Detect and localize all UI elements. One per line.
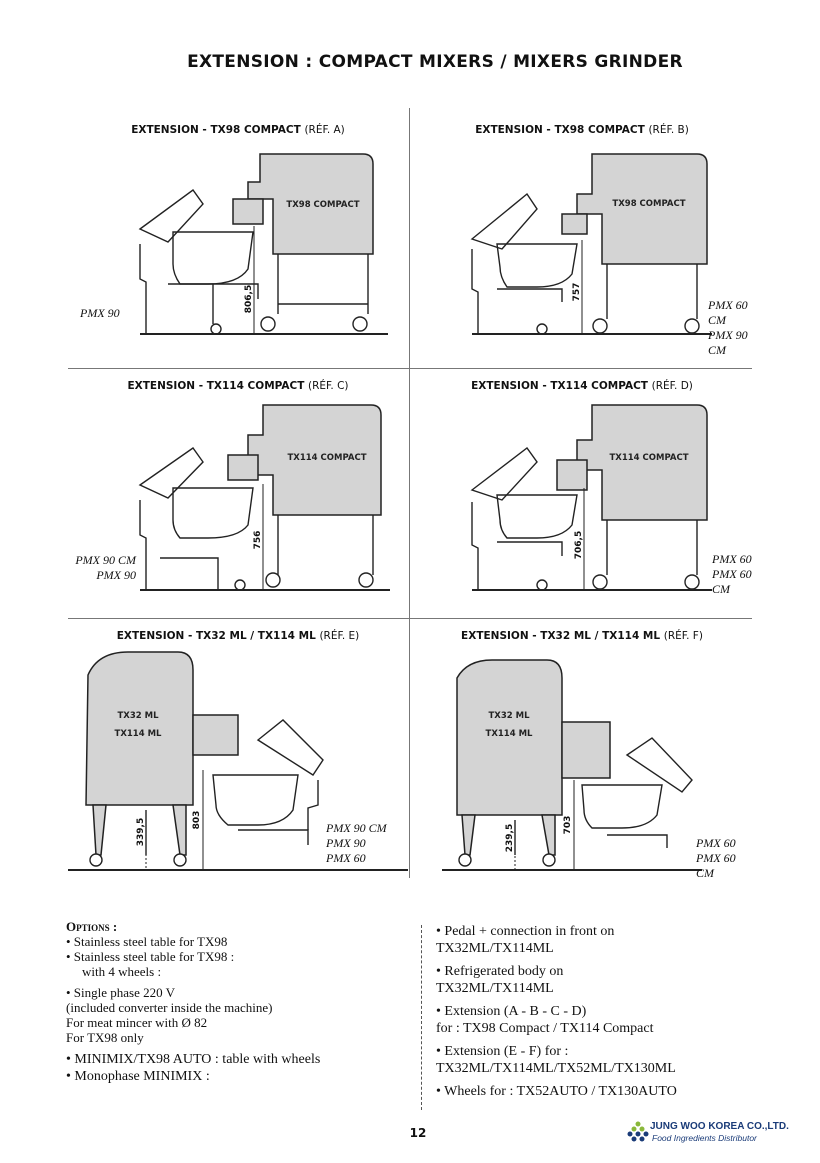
grinder-head: [192, 714, 239, 756]
machine-label-2: TX114 ML: [486, 729, 534, 739]
company-tagline: Food Ingredients Distributor: [652, 1133, 757, 1143]
options-left: Options : • Stainless steel table for TX…: [66, 919, 411, 1085]
mixer-lid: [470, 447, 538, 501]
mixer-bowl: [172, 487, 254, 539]
mixer-lid: [625, 737, 693, 793]
grinder-head: [227, 454, 259, 481]
mixer-diagram: TX114 COMPACT 756: [138, 404, 390, 591]
model-list: PMX 60 CM PMX 90 CM: [708, 298, 748, 357]
grid-horizontal-divider-1: [68, 368, 752, 369]
panel-title: EXTENSION - TX114 COMPACT (RÉF. D): [471, 380, 693, 392]
machine-label-2: TX114 ML: [115, 729, 163, 739]
dimension-label: 757: [572, 283, 582, 302]
dimension-label: 756: [253, 531, 263, 550]
mixer-bowl: [212, 774, 299, 826]
company-logo: JUNG WOO KOREA CO.,LTD. Food Ingredients…: [626, 1118, 816, 1148]
mixer-bowl: [581, 784, 663, 829]
mixer-bowl: [496, 494, 578, 539]
model-list: PMX 90 CM PMX 90: [75, 553, 136, 582]
mixer-diagram: TX98 COMPACT 757: [470, 153, 712, 335]
grinder-body: [85, 651, 194, 806]
grinder-head: [556, 459, 588, 491]
panel-ref-d: EXTENSION - TX114 COMPACT (RÉF. D) TX114…: [412, 380, 752, 630]
model-list: PMX 90 CM PMX 90 PMX 60: [326, 821, 387, 865]
mixer-diagram: TX114 COMPACT 706,5: [470, 404, 712, 591]
panel-title: EXTENSION - TX98 COMPACT (RÉF. B): [475, 124, 689, 136]
mixer-diagram: TX32 ML TX114 ML 703 239,5: [442, 659, 702, 871]
panel-ref-a: EXTENSION - TX98 COMPACT (RÉF. A) TX98 C…: [68, 124, 408, 374]
options-divider: [421, 925, 422, 1110]
options-right: • Pedal + connection in front on TX32ML/…: [436, 924, 677, 1099]
mixer-diagram: TX32 ML TX114 ML 803 339,5: [68, 651, 408, 871]
model-list: PMX 60 PMX 60 CM: [712, 552, 752, 596]
machine-label-1: TX32 ML: [488, 711, 530, 721]
panel-ref-c: EXTENSION - TX114 COMPACT (RÉF. C) TX114…: [68, 380, 408, 630]
company-name: JUNG WOO KOREA CO.,LTD.: [650, 1121, 789, 1132]
panel-ref-b: EXTENSION - TX98 COMPACT (RÉF. B) TX98 C…: [412, 124, 752, 374]
panel-title: EXTENSION - TX114 COMPACT (RÉF. C): [127, 380, 349, 392]
grid-vertical-divider: [409, 108, 410, 878]
panel-ref-e: EXTENSION - TX32 ML / TX114 ML (RÉF. E) …: [68, 630, 408, 880]
model-list: PMX 90: [80, 306, 120, 320]
machine-label-1: TX32 ML: [117, 711, 159, 721]
machine-label: TX98 COMPACT: [612, 199, 685, 209]
panel-title: EXTENSION - TX32 ML / TX114 ML (RÉF. F): [461, 630, 703, 642]
grinder-head: [561, 213, 588, 235]
grinder-body: [576, 153, 708, 265]
mixer-diagram: TX98 COMPACT 806,5: [138, 153, 388, 335]
model-list: PMX 60 PMX 60 CM: [696, 836, 736, 880]
panel-title: EXTENSION - TX32 ML / TX114 ML (RÉF. E): [116, 630, 360, 642]
dimension-label-2: 339,5: [136, 818, 146, 846]
grid-horizontal-divider-2: [68, 618, 752, 619]
mixer-bowl: [496, 243, 578, 288]
panel-title: EXTENSION - TX98 COMPACT (RÉF. A): [131, 124, 345, 136]
options-heading: Options :: [66, 919, 118, 934]
dimension-label: 706,5: [574, 531, 584, 559]
mixer-lid: [256, 719, 324, 776]
dimension-label: 703: [563, 816, 573, 835]
machine-label: TX114 COMPACT: [609, 453, 688, 463]
grain-stack-icon: [627, 1121, 649, 1142]
dimension-label: 806,5: [244, 285, 254, 313]
mixer-lid: [138, 189, 204, 243]
grinder-head: [232, 198, 264, 225]
mixer-lid: [470, 192, 538, 250]
dimension-label: 803: [192, 811, 202, 830]
mixer-bowl: [172, 231, 254, 285]
dimension-label-2: 239,5: [505, 824, 515, 852]
page-title: EXTENSION : COMPACT MIXERS / MIXERS GRIN…: [187, 52, 683, 72]
machine-label: TX114 COMPACT: [287, 453, 366, 463]
grinder-body: [456, 659, 563, 816]
panel-ref-f: EXTENSION - TX32 ML / TX114 ML (RÉF. F) …: [412, 630, 752, 880]
machine-label: TX98 COMPACT: [286, 200, 359, 210]
page-number: 12: [409, 1126, 427, 1140]
grinder-head: [561, 721, 611, 779]
mixer-lid: [138, 447, 204, 499]
